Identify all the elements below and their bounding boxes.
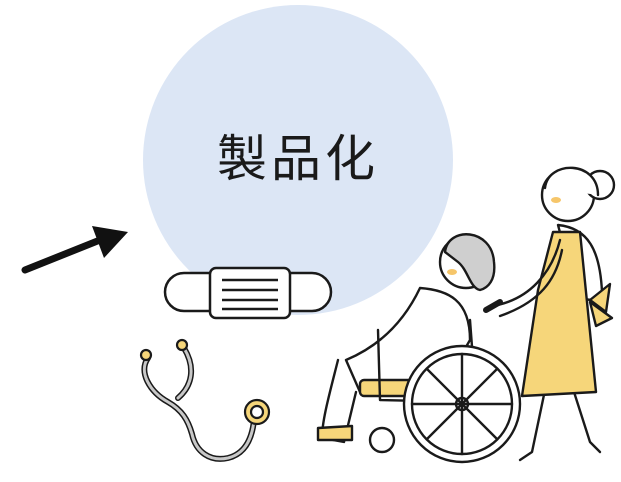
product-label: 製品化 (217, 130, 379, 188)
face-mask-icon (163, 266, 333, 320)
wheelchair-caregiver-icon (316, 166, 616, 464)
arrow-right-icon (21, 226, 128, 274)
stethoscope-icon (139, 338, 271, 462)
product-bubble (143, 5, 453, 315)
